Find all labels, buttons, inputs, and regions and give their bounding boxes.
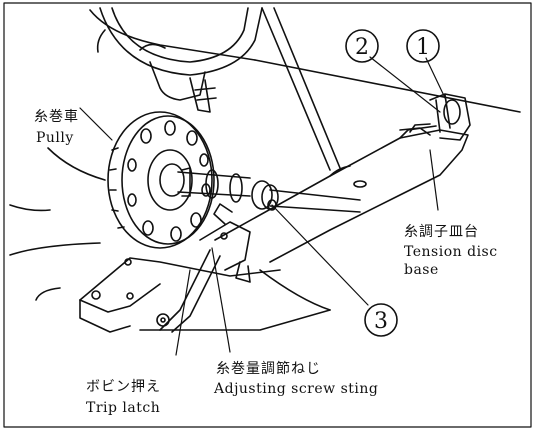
bobbin-spindle [251, 180, 361, 213]
figure-frame [3, 2, 532, 428]
front-base [35, 257, 331, 333]
leader-lines [79, 56, 447, 356]
tension-disc-base [399, 93, 471, 141]
callout-1-number: 1 [416, 35, 430, 60]
callout-1 [406, 29, 440, 63]
callout-3-number: 3 [374, 309, 388, 334]
pulley-wheel [107, 111, 215, 249]
callout-3 [364, 303, 398, 337]
trip-latch-label-jp: ボビン押え [86, 379, 161, 395]
adjusting-label-en: Adjusting screw sting [214, 381, 379, 397]
winder-shaft [177, 167, 251, 203]
pully-label-en: Pully [36, 130, 74, 146]
tension-label-jp: 糸調子皿台 [404, 224, 479, 240]
base-plate [214, 125, 469, 311]
callout-2 [345, 29, 379, 63]
trip-latch-mechanism [156, 203, 251, 333]
trip-latch-label-en: Trip latch [86, 400, 161, 416]
callout-2-number: 2 [355, 35, 369, 60]
tension-label-en-2: base [404, 262, 439, 278]
vertical-rod [261, 7, 341, 171]
machine-bed [9, 9, 521, 256]
hand-wheel [96, 7, 263, 113]
tension-label-en-1: Tension disc [404, 244, 498, 260]
pully-label-jp: 糸巻車 [34, 109, 79, 125]
adjusting-label-jp: 糸巻量調節ねじ [216, 361, 321, 377]
